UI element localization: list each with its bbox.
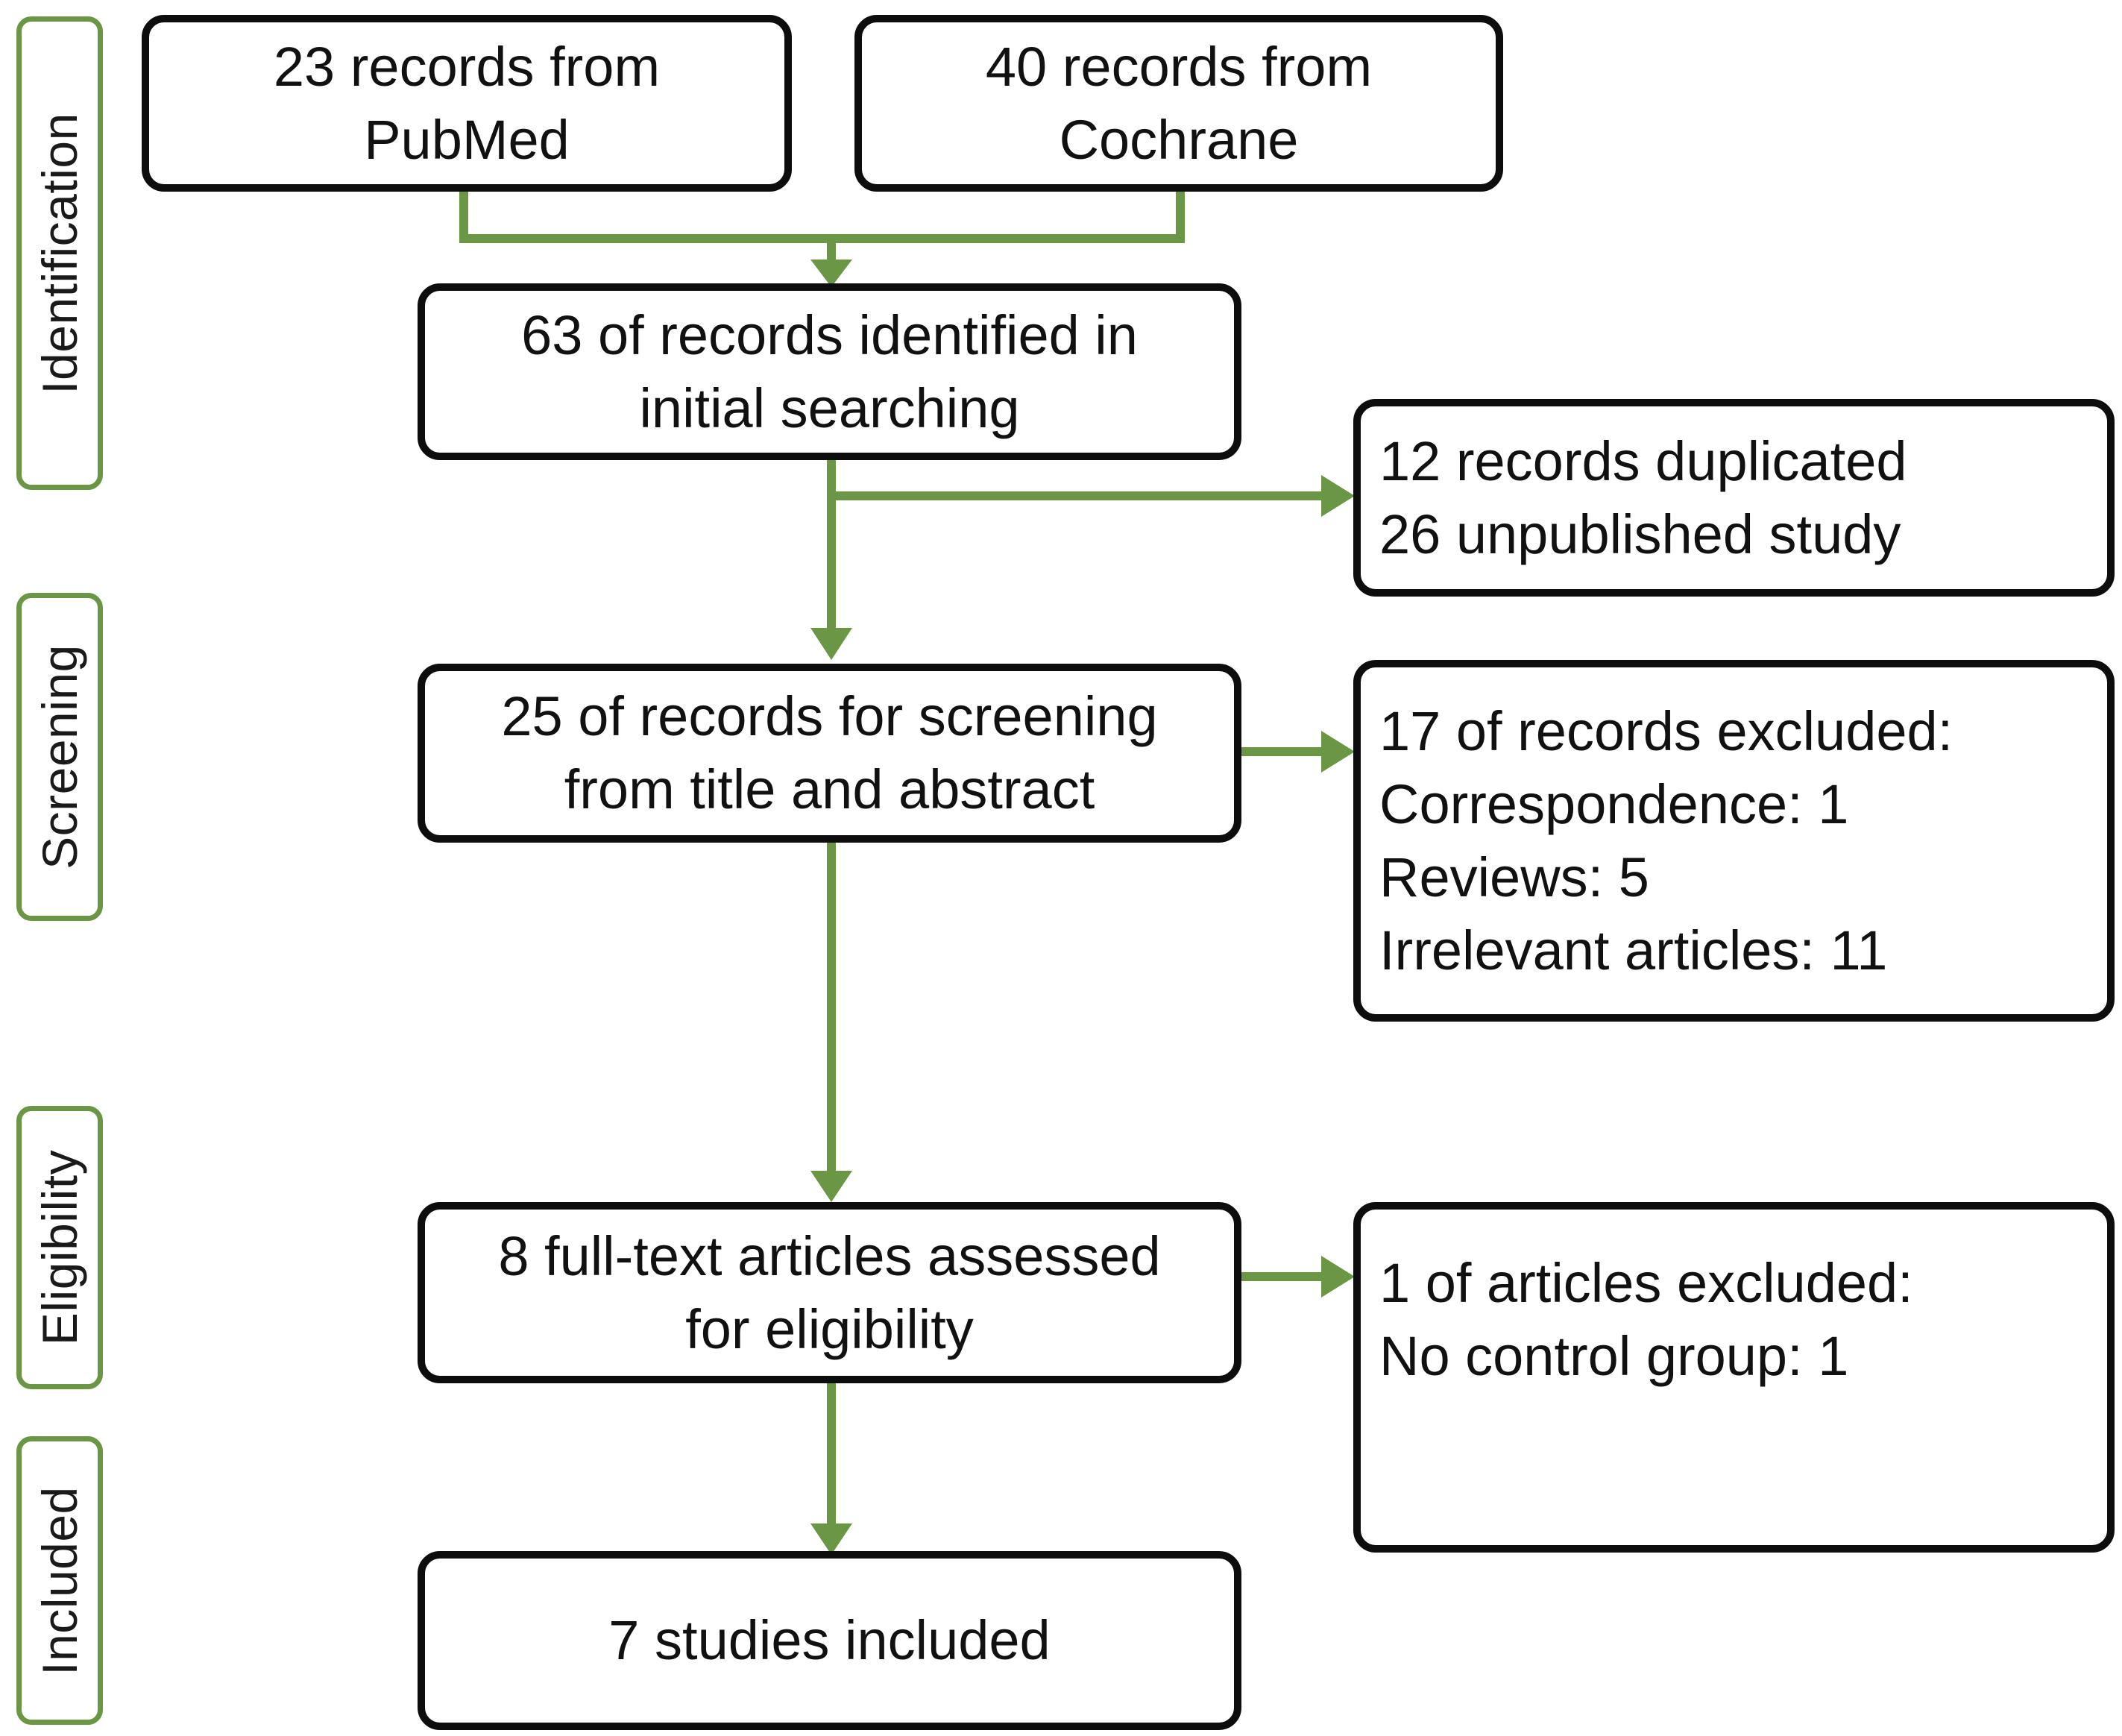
arrowhead-identified (810, 260, 852, 287)
box-fulltext-excluded: 1 of articles excluded: No control group… (1353, 1202, 2115, 1553)
phase-identification: Identification (16, 16, 103, 490)
phase-screening: Screening (16, 593, 103, 921)
box-cochrane: 40 records from Cochrane (854, 15, 1503, 192)
box-fulltext-line-1: 8 full-text articles assessed (498, 1224, 1161, 1287)
box-fulltext-excluded-line-2: No control group: 1 (1379, 1325, 1849, 1387)
box-included: 7 studies included (418, 1551, 1241, 1730)
box-screen-excluded-line-1: 17 of records excluded: (1379, 699, 1953, 762)
box-screen-excluded-line-4: Irrelevant articles: 11 (1379, 919, 1888, 981)
connector-cochrane-to-merge (827, 182, 1185, 243)
box-fulltext-excluded-line-1: 1 of articles excluded: (1379, 1252, 1913, 1314)
arrowhead-screening (810, 628, 852, 660)
box-cochrane-line-1: 40 records from (985, 35, 1373, 98)
arrowhead-screen-excluded (1321, 731, 1355, 773)
box-included-line-1: 7 studies included (608, 1609, 1051, 1671)
box-screen-excluded-line-2: Correspondence: 1 (1379, 773, 1849, 835)
arrowhead-included (810, 1523, 852, 1555)
box-screen-excluded: 17 of records excluded: Correspondence: … (1353, 660, 2115, 1022)
box-pubmed: 23 records from PubMed (142, 15, 792, 192)
box-fulltext: 8 full-text articles assessed for eligib… (418, 1202, 1241, 1383)
box-screening-line-1: 25 of records for screening (501, 685, 1158, 747)
arrowhead-fulltext (810, 1171, 852, 1202)
box-identified-line-1: 63 of records identified in (521, 304, 1138, 366)
box-duplicates: 12 records duplicated 26 unpublished stu… (1353, 399, 2115, 597)
phase-eligibility: Eligibility (16, 1106, 103, 1389)
box-pubmed-line-2: PubMed (364, 108, 570, 171)
connector-pubmed-to-merge (459, 182, 836, 243)
arrowhead-fulltext-excluded (1321, 1256, 1355, 1298)
box-pubmed-line-1: 23 records from (273, 35, 661, 98)
box-cochrane-line-2: Cochrane (1059, 108, 1299, 171)
box-duplicates-line-2: 26 unpublished study (1379, 503, 1901, 565)
box-duplicates-line-1: 12 records duplicated (1379, 430, 1907, 492)
phase-included: Included (16, 1436, 103, 1725)
box-identified-line-2: initial searching (639, 377, 1020, 439)
box-screening-line-2: from title and abstract (564, 758, 1095, 820)
arrowhead-duplicates (1321, 475, 1355, 517)
box-fulltext-line-2: for eligibility (685, 1298, 974, 1360)
box-screen-excluded-line-3: Reviews: 5 (1379, 846, 1649, 908)
box-identified: 63 of records identified in initial sear… (418, 283, 1241, 460)
box-screening: 25 of records for screening from title a… (418, 664, 1241, 843)
